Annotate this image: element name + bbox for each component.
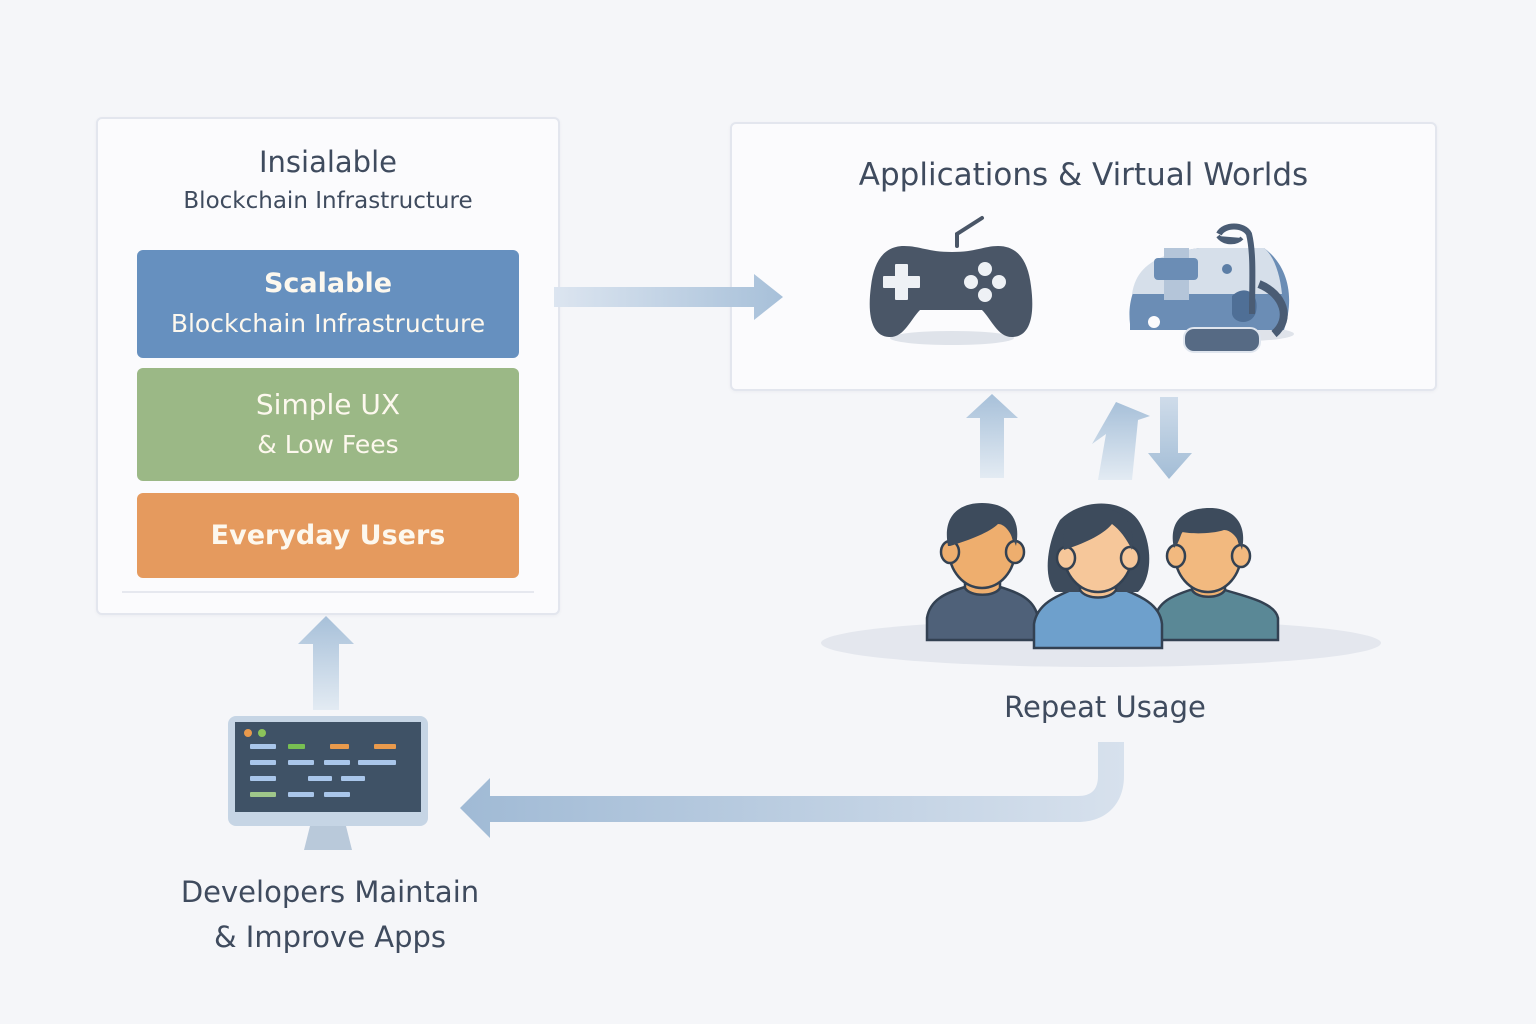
developers-label: Developers Maintain & Improve Apps: [160, 870, 500, 960]
users-group: [821, 503, 1381, 667]
gamepad-icon: [869, 216, 1033, 345]
layer-label: Everyday Users: [210, 519, 446, 551]
arrow-feedback-loop: [460, 742, 1124, 838]
layer-label: Scalable: [263, 268, 393, 299]
user-icon: [1032, 503, 1164, 650]
layer-simple-ux: Simple UX & Low Fees: [137, 368, 519, 481]
layer-everyday-users: Everyday Users: [137, 493, 519, 578]
developers-label-line1: Developers Maintain: [180, 875, 480, 909]
arrow-down-from-apps: [1148, 397, 1192, 479]
developers-label-line2: & Improve Apps: [213, 920, 447, 954]
arrow-right: [554, 274, 783, 320]
panel-title: Insialable: [258, 145, 397, 179]
repeat-usage-label: Repeat Usage: [1004, 690, 1206, 724]
code-monitor-icon: [228, 716, 428, 850]
virtual-world-headset-icon: [1129, 223, 1294, 353]
user-icon: [925, 503, 1040, 642]
layer-label: Simple UX: [255, 387, 401, 421]
layer-sublabel: Blockchain Infrastructure: [170, 309, 486, 338]
panel-subtitle: Blockchain Infrastructure: [183, 188, 473, 214]
applications-panel: Applications & Virtual Worlds: [730, 122, 1437, 391]
user-icon: [1153, 508, 1280, 642]
layer-scalable-infrastructure: Scalable Blockchain Infrastructure: [137, 250, 519, 358]
panel-title: Applications & Virtual Worlds: [858, 157, 1309, 193]
divider: [122, 591, 534, 593]
infrastructure-panel: Insialable Blockchain Infrastructure Sca…: [96, 117, 560, 615]
arrow-up-to-apps: [966, 394, 1018, 478]
arrow-up-curved: [1092, 402, 1150, 480]
arrow-up-to-infrastructure: [298, 616, 354, 710]
layer-sublabel: & Low Fees: [257, 429, 399, 459]
